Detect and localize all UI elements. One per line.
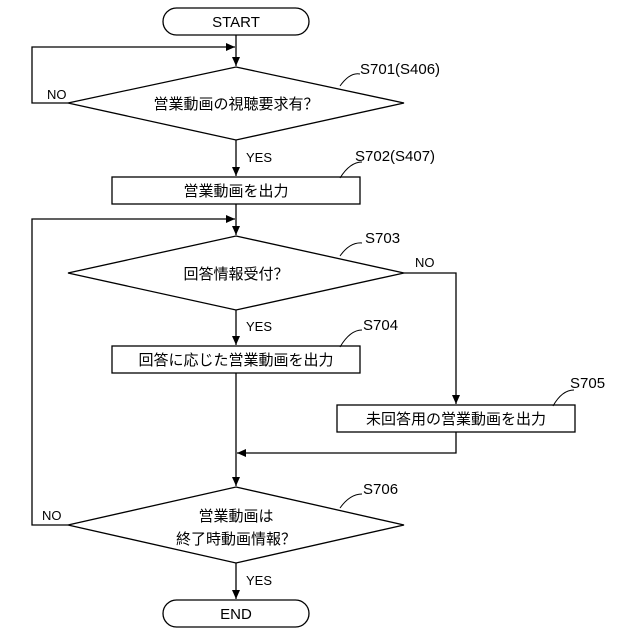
s703-yes-label: YES [246, 319, 272, 334]
s706-yes-label: YES [246, 573, 272, 588]
s703-leader [340, 243, 362, 256]
s701-text: 営業動画の視聴要求有？ [153, 95, 318, 113]
s701-no-label: NO [47, 87, 67, 102]
s705-step-label: S705 [570, 375, 605, 392]
end-label: END [220, 606, 252, 623]
s701-leader [340, 74, 360, 86]
s706-text-line1: 営業動画は [198, 507, 273, 525]
end-terminal: END [163, 600, 309, 627]
decision-s703: 回答情報受付？ [68, 236, 404, 310]
s705-text: 未回答用の営業動画を出力 [366, 410, 546, 428]
decision-s701: 営業動画の視聴要求有？ [68, 67, 404, 140]
s704-leader [340, 330, 362, 347]
s703-step-label: S703 [365, 230, 400, 247]
s706-text-line2: 終了時動画情報？ [176, 530, 296, 548]
start-terminal: START [163, 8, 309, 35]
s706-step-label: S706 [363, 481, 398, 498]
s703-text: 回答情報受付？ [183, 265, 288, 283]
s706-leader [340, 494, 362, 508]
s701-step-label: S701(S406) [360, 61, 440, 78]
s702-step-label: S702(S407) [355, 148, 435, 165]
process-s704: 回答に応じた営業動画を出力 [112, 346, 360, 373]
s705-merge-path [237, 432, 456, 453]
s704-text: 回答に応じた営業動画を出力 [138, 351, 333, 369]
s701-yes-label: YES [246, 150, 272, 165]
process-s702: 営業動画を出力 [112, 177, 360, 204]
s705-leader [553, 390, 574, 406]
s703-no-path [404, 273, 456, 404]
s703-no-label: NO [415, 255, 435, 270]
s706-no-label: NO [42, 508, 62, 523]
s702-text: 営業動画を出力 [183, 182, 288, 200]
start-label: START [212, 14, 260, 31]
decision-s706: 営業動画は 終了時動画情報？ [68, 487, 404, 563]
s704-step-label: S704 [363, 317, 398, 334]
process-s705: 未回答用の営業動画を出力 [337, 405, 575, 432]
